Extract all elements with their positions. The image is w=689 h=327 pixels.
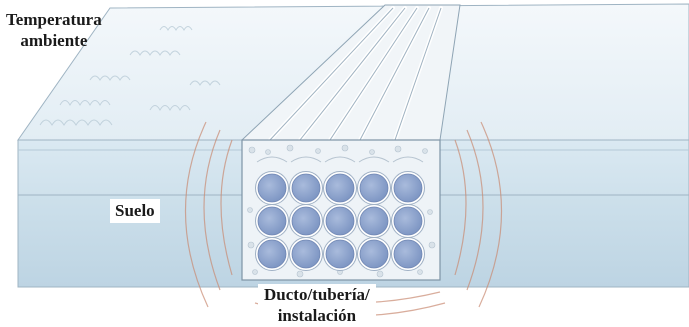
cable [394, 207, 422, 235]
duct-label-line2: instalación [264, 305, 370, 326]
soil-label: Suelo [110, 199, 160, 223]
cable [326, 174, 354, 202]
ambient-label-line2: ambiente [6, 30, 102, 51]
cable [394, 240, 422, 268]
duct-label: Ducto/tubería/ instalación [258, 284, 376, 326]
cable [258, 207, 286, 235]
cable [360, 207, 388, 235]
cable [326, 207, 354, 235]
cable [292, 240, 320, 268]
duct-label-line1: Ducto/tubería/ [264, 284, 370, 305]
cable [292, 174, 320, 202]
cable [258, 174, 286, 202]
cable [292, 207, 320, 235]
cable [326, 240, 354, 268]
ambient-temperature-label: Temperatura ambiente [6, 9, 102, 51]
cable [360, 174, 388, 202]
cable-grid [256, 157, 425, 271]
cable [394, 174, 422, 202]
ambient-label-line1: Temperatura [6, 9, 102, 30]
cable [258, 240, 286, 268]
cable [360, 240, 388, 268]
